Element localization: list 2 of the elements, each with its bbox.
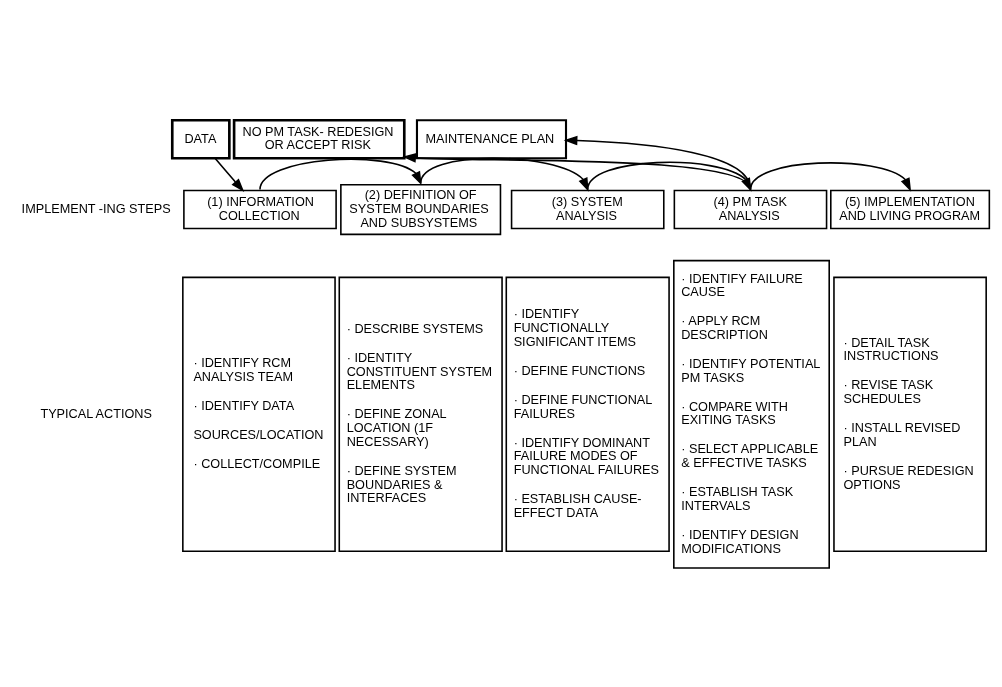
label: IMPLEMENT -ING STEPS xyxy=(21,201,171,216)
label: TYPICAL ACTIONS xyxy=(40,406,152,421)
